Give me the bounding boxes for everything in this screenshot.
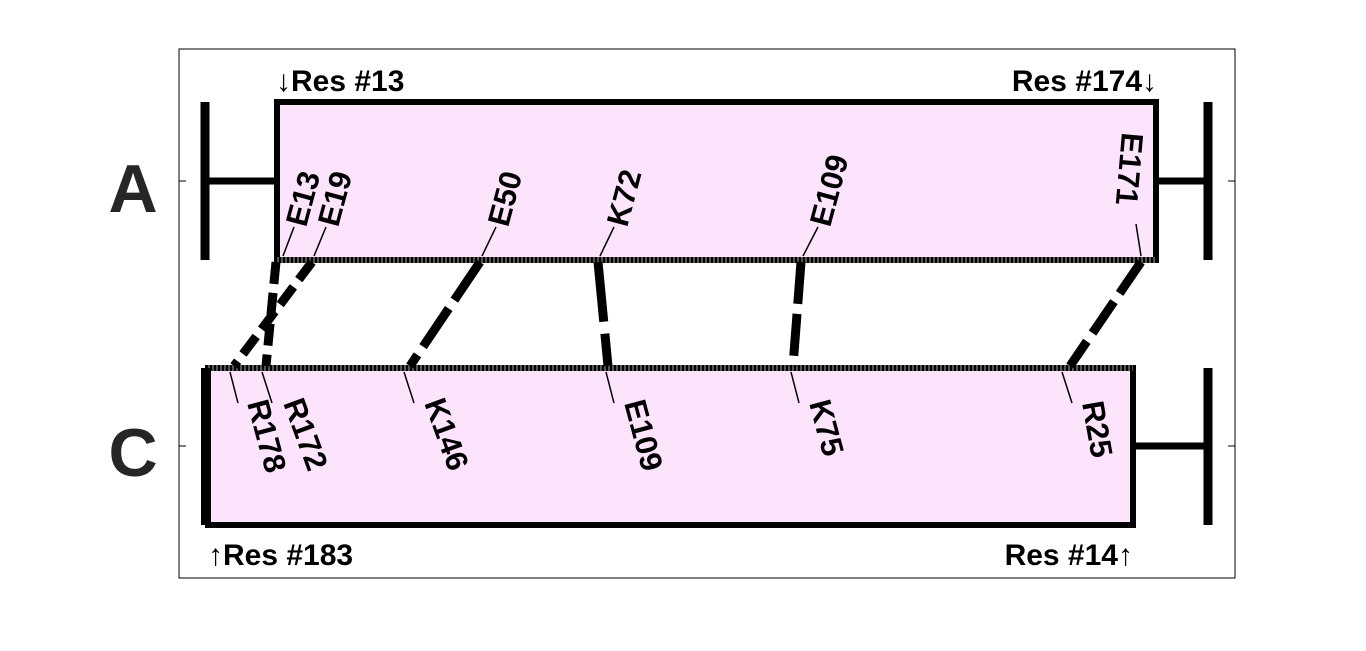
pointer-line: [1061, 371, 1073, 404]
chain-a-start-res: Res #13: [291, 65, 404, 98]
link-k72-e109: [593, 261, 613, 367]
chain-c: [201, 365, 1213, 528]
chain-a-end-res: Res #174: [1012, 65, 1142, 98]
plot-frame: [178, 48, 1236, 579]
chain-c-label: C: [108, 415, 157, 491]
interaction-links: [230, 259, 1145, 369]
pointer-line: [481, 226, 497, 257]
chain-c-box: [205, 365, 1136, 528]
pointer-line: [282, 226, 295, 257]
link-e50-k146: [406, 259, 484, 369]
chain-c-end-label: Res #14↑: [1005, 539, 1133, 572]
site-label: E171: [1109, 131, 1150, 206]
up-arrow-icon: ↑: [208, 539, 223, 572]
chain-c-end-res: Res #14: [1005, 539, 1119, 572]
chain-c-start-label: ↑Res #183: [208, 539, 353, 572]
chain-a-start-label: ↓Res #13: [276, 65, 404, 98]
chain-a: [200, 99, 1213, 263]
chain-a-label: A: [108, 151, 157, 227]
chain-a-box: [274, 99, 1159, 263]
chain-c-start-res: Res #183: [223, 539, 353, 572]
down-arrow-icon: ↓: [276, 65, 291, 98]
pointer-line: [1135, 223, 1142, 257]
chain-a-end-label: Res #174↓: [1012, 65, 1157, 98]
pointer-line: [313, 226, 327, 257]
pointer-line: [403, 371, 415, 404]
pointer-line: [599, 226, 615, 257]
pointer-line: [605, 371, 615, 404]
up-arrow-icon: ↑: [1118, 539, 1133, 572]
pointer-line: [802, 226, 819, 257]
link-e19-r178: [230, 259, 316, 369]
link-e171-r25: [1066, 259, 1145, 369]
pointer-line: [229, 371, 239, 404]
pointer-line: [790, 371, 800, 404]
site-a-e171: E171: [1109, 131, 1150, 257]
pointer-line: [261, 371, 273, 404]
down-arrow-icon: ↓: [1142, 65, 1157, 98]
link-e109-k75: [788, 261, 806, 367]
